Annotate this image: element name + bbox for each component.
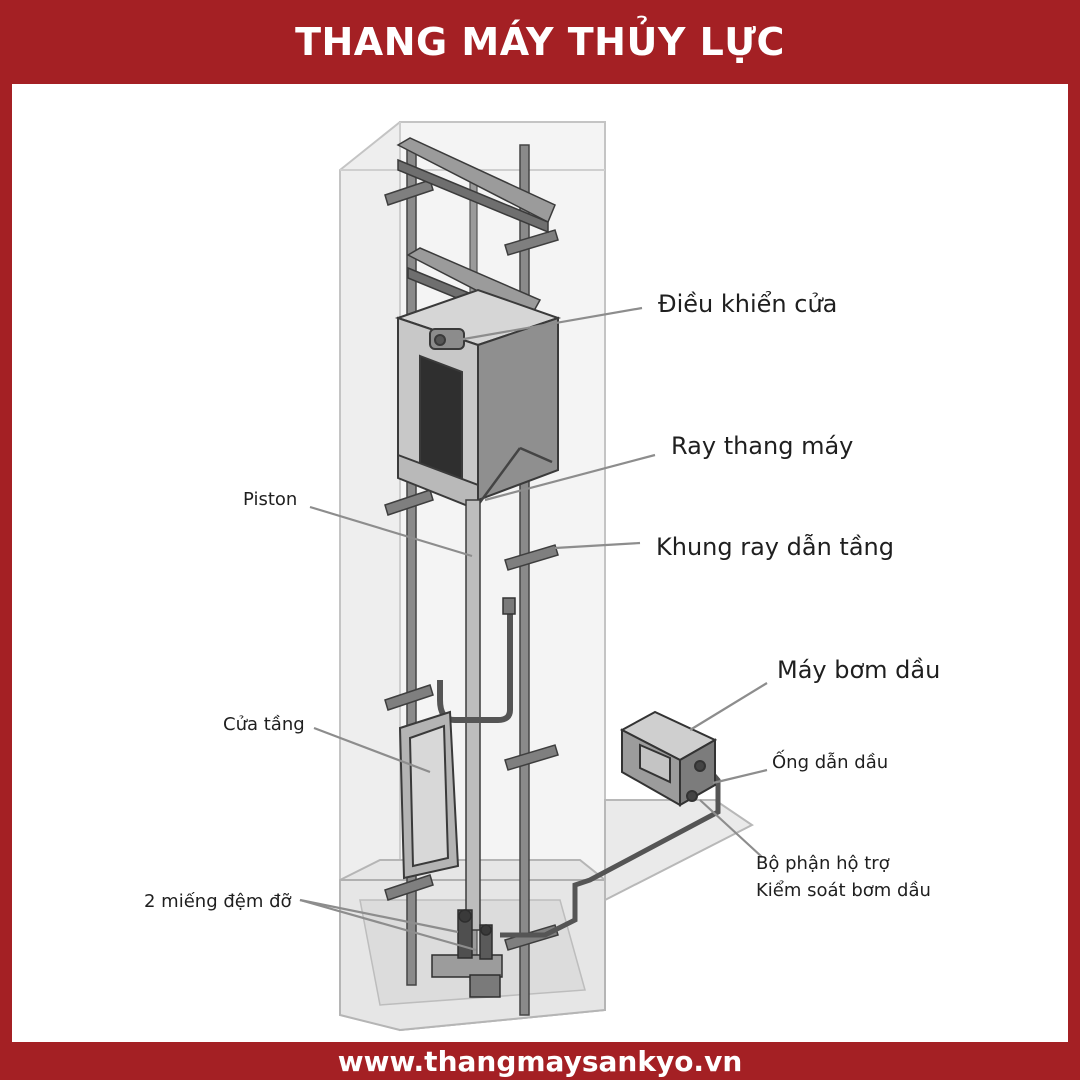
hose-fitting [502,597,516,615]
leader-lines [299,306,768,952]
footer-bar: www.thangmaysankyo.vn [0,1042,1080,1080]
label-landing-door: Cửa tầng [223,714,305,735]
elevator-car [394,288,562,512]
label-door-control: Điều khiển cửa [658,290,837,318]
label-elevator-rail: Ray thang máy [671,432,853,460]
label-rail-bracket: Khung ray dẫn tầng [656,532,894,561]
website-url[interactable]: www.thangmaysankyo.vn [337,1044,743,1078]
buffers-and-jack [431,909,503,998]
label-oil-pump: Máy bơm dầu [777,656,940,684]
header-bar: THANG MÁY THỦY LỰC [0,0,1080,84]
label-oil-pipe: Ống dẫn dầu [772,749,888,773]
piston [465,499,481,931]
landing-door [398,710,460,880]
label-buffers: 2 miếng đệm đỡ [144,891,292,912]
label-piston: Piston [243,489,297,510]
label-support-line1: Bộ phận hộ trợ [756,853,890,874]
hydraulic-hose [437,605,513,723]
pump-floor-slab [604,799,754,902]
label-support-line2: Kiểm soát bơm dầu [756,880,931,901]
oil-pump-unit [619,710,718,807]
page-title: THANG MÁY THỦY LỰC [295,20,785,64]
oil-pipe [500,763,721,938]
